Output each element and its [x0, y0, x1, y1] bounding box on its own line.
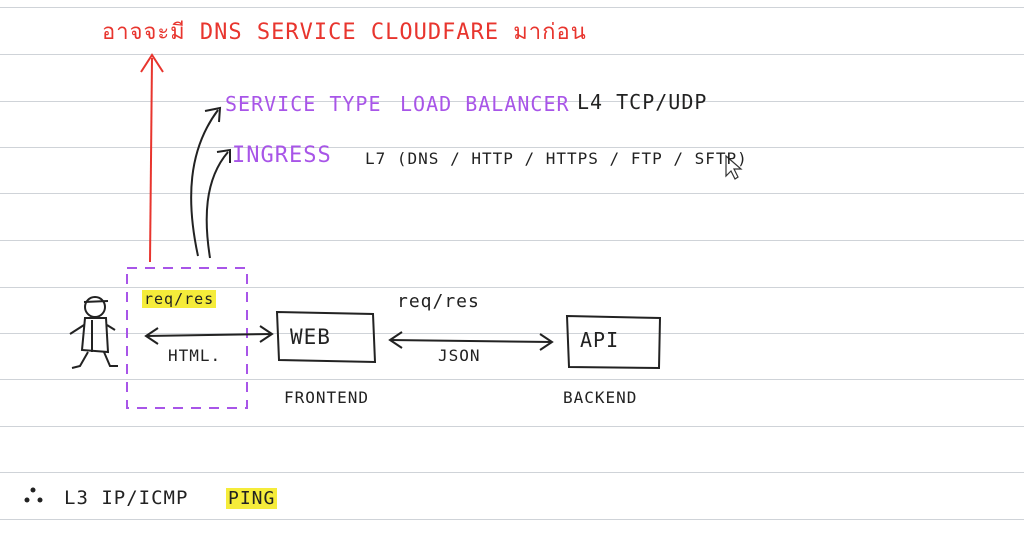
- l7-label: L7 (DNS / HTTP / HTTPS / FTP / SFTP): [365, 149, 748, 168]
- red-arrow-line: [149, 57, 153, 263]
- ruled-line: [0, 240, 1024, 241]
- l3-label: L3 IP/ICMP: [64, 487, 189, 509]
- ruled-line: [0, 333, 1024, 334]
- service-type-label: SERVICE TYPE: [225, 92, 382, 116]
- web-box-label: WEB: [290, 325, 331, 349]
- html-label: HTML.: [168, 346, 222, 365]
- ruled-line: [0, 519, 1024, 520]
- api-box-label: API: [580, 328, 620, 352]
- red-arrow-head: [140, 53, 164, 73]
- api-box-outline: [565, 314, 662, 370]
- backend-label: BACKEND: [563, 388, 638, 407]
- ruled-line: [0, 54, 1024, 55]
- ruled-line: [0, 7, 1024, 8]
- l4-label: L4 TCP/UDP: [577, 90, 708, 114]
- arrow-head-service-type: [204, 106, 222, 123]
- ingress-label: INGRESS: [232, 143, 332, 168]
- ruled-line: [0, 101, 1024, 102]
- ruled-line: [0, 426, 1024, 427]
- req-res-backend-label: req/res: [397, 291, 480, 312]
- load-balancer-label: LOAD BALANCER: [400, 92, 570, 116]
- mouse-cursor-icon: [725, 154, 743, 180]
- frontend-label: FRONTEND: [284, 388, 370, 407]
- req-res-client-label: req/res: [142, 290, 217, 308]
- therefore-dot: [30, 487, 36, 493]
- web-api-arrow: [389, 339, 553, 343]
- ruled-line: [0, 472, 1024, 473]
- client-dashed-box: [126, 267, 248, 409]
- ruled-line: [0, 287, 1024, 288]
- ruled-line: [0, 193, 1024, 194]
- json-label: JSON: [438, 346, 481, 365]
- arrow-head-ingress: [216, 148, 231, 163]
- person-icon: [69, 296, 118, 369]
- dns-cloudflare-note: อาจจะมี DNS SERVICE CLOUDFARE มาก่อน: [102, 20, 587, 45]
- ruled-line: [0, 379, 1024, 380]
- client-web-arrow: [145, 333, 273, 337]
- therefore-dot: [37, 497, 43, 503]
- therefore-dot: [24, 497, 30, 503]
- ruled-line: [0, 147, 1024, 148]
- ping-label: PING: [226, 488, 278, 509]
- web-box-outline: [275, 310, 377, 364]
- arrow-to-ingress: [205, 151, 229, 259]
- arrow-to-service-type: [190, 109, 219, 257]
